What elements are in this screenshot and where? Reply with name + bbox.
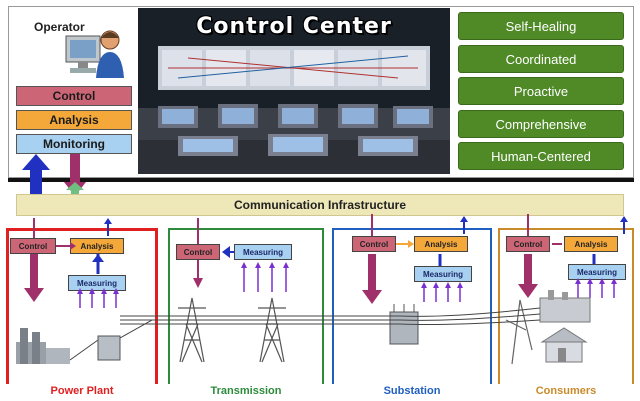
power-plant-icon bbox=[12, 318, 153, 368]
communication-infrastructure-bar: Communication Infrastructure bbox=[16, 194, 624, 216]
transmission-label: Transmission bbox=[210, 385, 282, 397]
consumers-frame bbox=[498, 228, 634, 384]
substation-control-box: Control bbox=[352, 236, 396, 252]
consumers-measuring-box: Measuring bbox=[568, 264, 626, 280]
transmission-frame bbox=[168, 228, 324, 384]
control-center-photo: Control Center bbox=[138, 8, 450, 174]
power-plant-control-box: Control bbox=[10, 238, 56, 254]
power-lines bbox=[120, 302, 541, 332]
substation-arrows bbox=[332, 214, 492, 310]
control-center-title: Control Center bbox=[196, 14, 392, 39]
consumers-buildings-icon bbox=[502, 290, 630, 366]
operator-label: Operator bbox=[34, 20, 85, 34]
monitoring-layer: Monitoring bbox=[16, 134, 132, 154]
attribute-coordinated: Coordinated bbox=[458, 45, 624, 73]
analysis-layer: Analysis bbox=[16, 110, 132, 130]
control-layer: Control bbox=[16, 86, 132, 106]
power-plant-measuring-box: Measuring bbox=[68, 275, 126, 291]
power-plant-arrows bbox=[8, 218, 158, 326]
substation-measuring-box: Measuring bbox=[414, 266, 472, 282]
consumers-label: Consumers bbox=[535, 385, 597, 397]
attribute-self-healing: Self-Healing bbox=[458, 12, 624, 40]
power-plant-label: Power Plant bbox=[50, 385, 114, 397]
attribute-proactive: Proactive bbox=[458, 77, 624, 105]
top-divider bbox=[8, 178, 634, 182]
operator-icon bbox=[64, 22, 126, 82]
transmission-arrows bbox=[168, 218, 324, 298]
consumers-arrows bbox=[498, 214, 634, 310]
consumers-control-box: Control bbox=[506, 236, 550, 252]
substation-label: Substation bbox=[383, 385, 441, 397]
power-plant-top-bar bbox=[6, 228, 158, 231]
consumers-analysis-box: Analysis bbox=[564, 236, 618, 252]
transmission-control-box: Control bbox=[176, 244, 220, 260]
substation-transformer-icon bbox=[384, 302, 424, 350]
comm-up-arrow-green bbox=[66, 182, 84, 196]
power-plant-frame bbox=[6, 228, 158, 384]
attribute-comprehensive: Comprehensive bbox=[458, 110, 624, 138]
substation-frame bbox=[332, 228, 492, 384]
monitoring-up-arrow bbox=[22, 154, 50, 198]
transmission-measuring-box: Measuring bbox=[234, 244, 292, 260]
control-down-arrow bbox=[64, 154, 86, 196]
attribute-human-centered: Human-Centered bbox=[458, 142, 624, 170]
substation-analysis-box: Analysis bbox=[414, 236, 468, 252]
